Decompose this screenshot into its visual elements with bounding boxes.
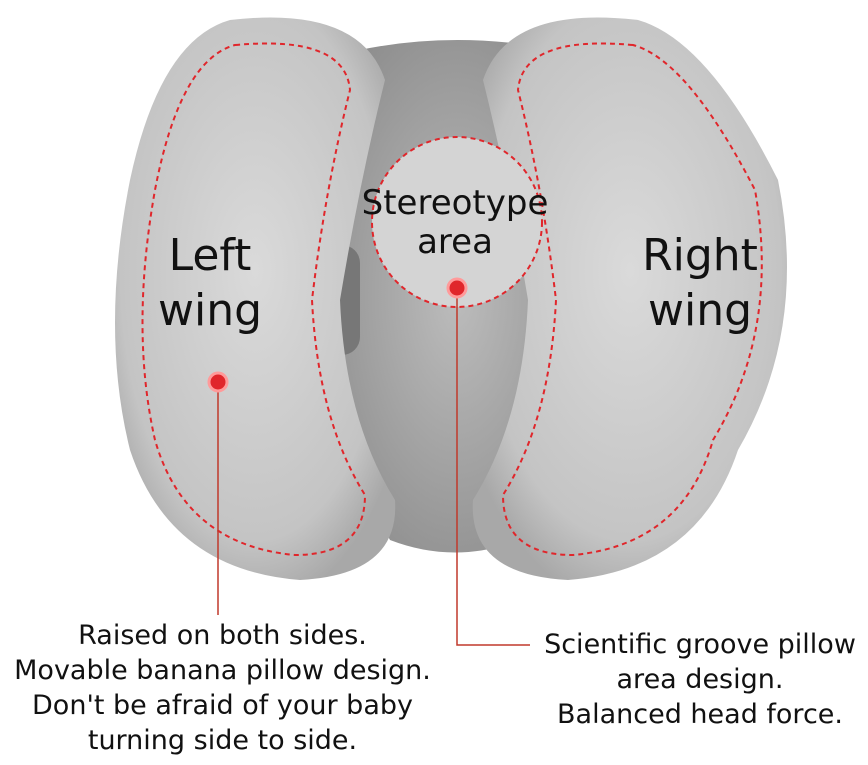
stereotype-area-label: Stereotype area (340, 183, 570, 263)
right-wing-label: Right wing (600, 228, 800, 338)
left-wing (115, 17, 396, 580)
right-wing (472, 17, 787, 580)
caption-line: area design. (616, 664, 784, 696)
center-leader-line (456, 288, 530, 646)
left-wing-marker (207, 371, 229, 393)
caption-line: Scientific groove pillow (544, 629, 856, 660)
label-line: Right (642, 230, 758, 281)
caption-line: Balanced head force. (557, 699, 843, 731)
right-caption: Scientific groove pillow area design. Ba… (530, 627, 868, 732)
left-caption: Raised on both sides. Movable banana pil… (0, 618, 445, 758)
caption-line: turning side to side. (87, 725, 358, 757)
caption-line: Don't be afraid of your baby (32, 690, 413, 722)
stereotype-area (371, 136, 543, 308)
center-marker (446, 277, 468, 299)
label-line: wing (647, 285, 753, 336)
label-line: wing (157, 285, 263, 336)
label-line: area (417, 222, 493, 263)
label-line: Left (168, 230, 252, 281)
caption-line: Movable banana pillow design. (14, 655, 431, 687)
caption-line: Raised on both sides. (78, 620, 367, 651)
label-line: Stereotype (361, 183, 549, 223)
left-wing-label: Left wing (110, 228, 310, 338)
